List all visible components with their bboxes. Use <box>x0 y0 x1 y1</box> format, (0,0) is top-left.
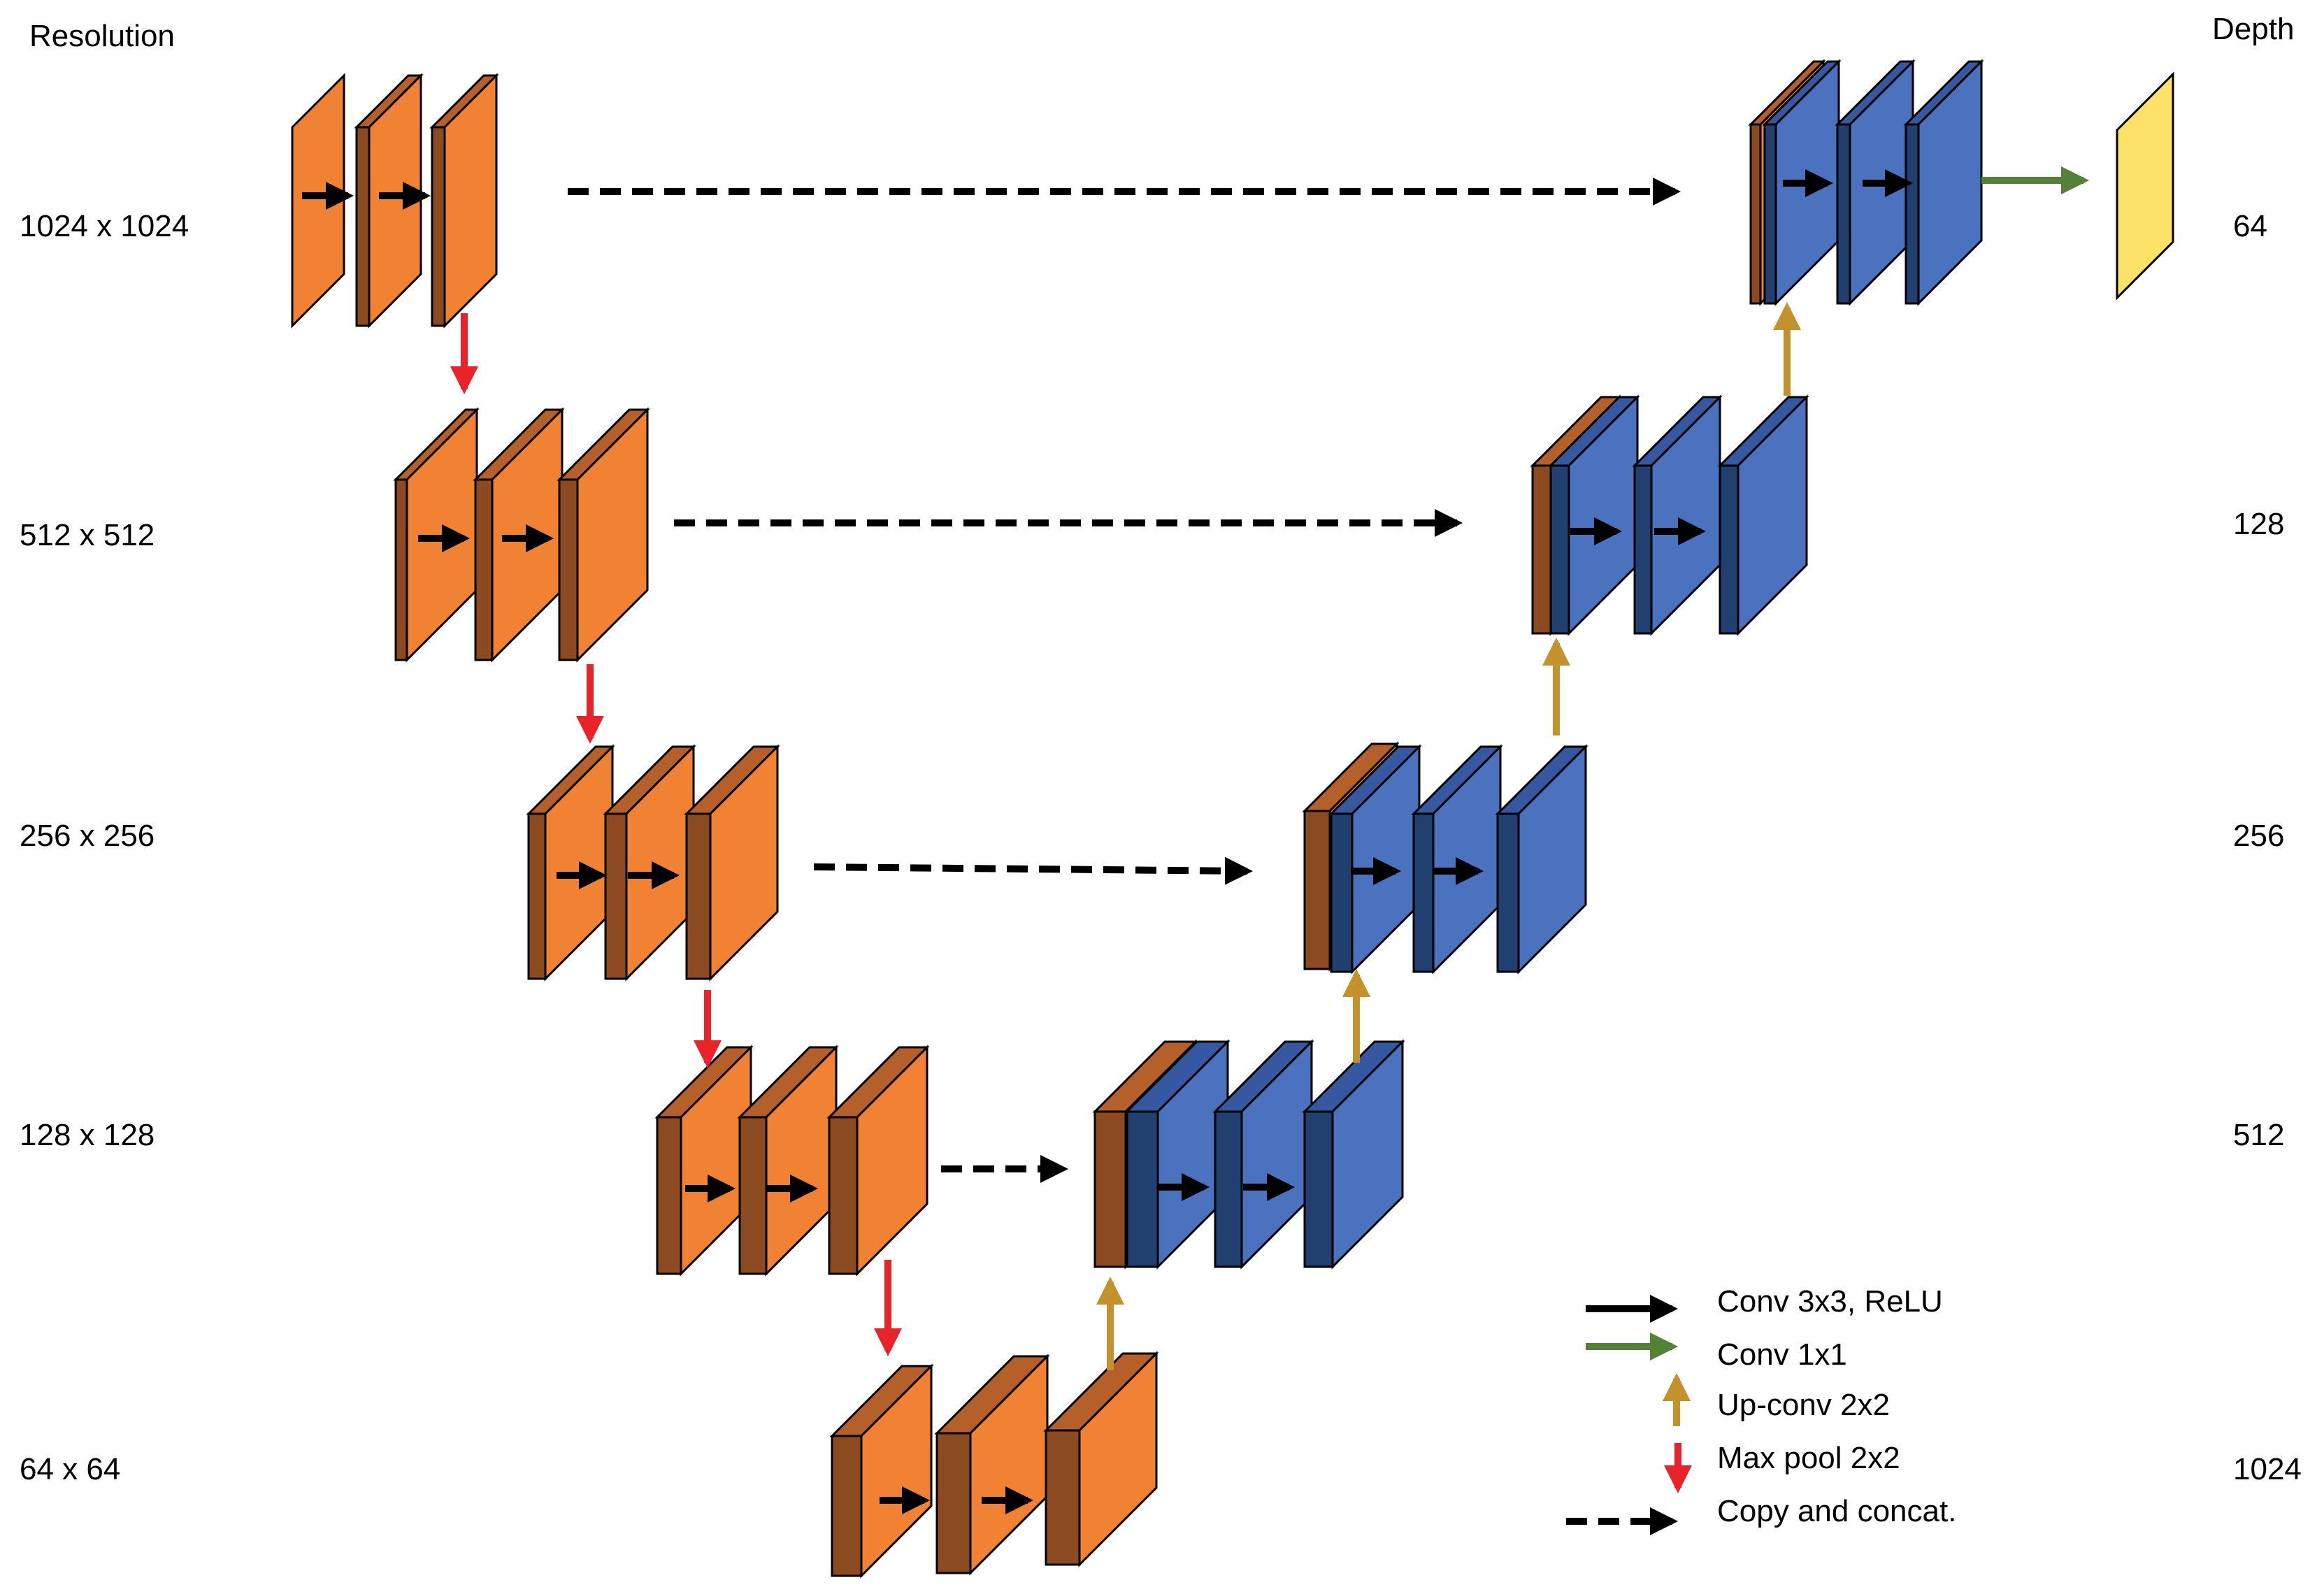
copy-concat-arrow <box>813 856 1253 885</box>
legend-copy-label: Copy and concat. <box>1717 1494 1956 1528</box>
block-front-face <box>860 1363 933 1579</box>
block-front-face <box>1650 394 1721 636</box>
encoder-block <box>557 407 650 663</box>
block-side-face <box>474 478 494 661</box>
block-side-face <box>558 478 579 661</box>
encoder-block <box>1043 1351 1159 1567</box>
block-side-face <box>1749 123 1762 305</box>
block-side-face <box>1045 1429 1081 1566</box>
encoder-block <box>934 1354 1050 1576</box>
block-side-face <box>1633 464 1653 635</box>
encoder-block <box>393 407 480 663</box>
encoder-block <box>829 1363 934 1579</box>
encoder-block <box>654 1044 754 1277</box>
decoder-block <box>1212 1039 1314 1270</box>
block-front-face <box>856 1044 928 1277</box>
block-side-face <box>1093 1110 1127 1268</box>
block-side-face <box>431 126 446 327</box>
resolution-label: 1024 x 1024 <box>20 209 189 243</box>
decoder-block <box>1495 744 1588 975</box>
block-side-face <box>1496 812 1520 973</box>
block-side-face <box>828 1116 859 1275</box>
block-side-face <box>1763 123 1777 305</box>
block-front-face <box>1517 744 1587 975</box>
block-front-face <box>544 744 614 982</box>
decoder-block <box>1302 1039 1405 1270</box>
decoder-block <box>1632 394 1723 636</box>
decoder-block <box>1903 59 1984 306</box>
legend-upconv-label: Up-conv 2x2 <box>1717 1388 1890 1422</box>
block-side-face <box>1549 464 1570 635</box>
block-side-face <box>1719 464 1740 635</box>
block-front-face <box>709 744 779 982</box>
block-side-face <box>738 1116 768 1275</box>
block-side-face <box>1303 1110 1334 1268</box>
output-block <box>2116 71 2174 301</box>
decoder-block <box>1411 744 1503 975</box>
depth-header: Depth <box>2212 12 2294 46</box>
depth-label: 512 <box>2233 1118 2284 1152</box>
resolution-label: 128 x 128 <box>20 1118 155 1152</box>
decoder-block <box>1124 1039 1231 1270</box>
block-front-face <box>1078 1351 1158 1567</box>
legend: Conv 3x3, ReLU Conv 1x1 Up-conv 2x2 Max … <box>1566 1284 1956 1535</box>
block-side-face <box>1303 810 1331 970</box>
decoder-block <box>1548 394 1640 636</box>
block-front-face <box>368 73 422 329</box>
encoder-block <box>429 73 499 329</box>
encoder-block <box>826 1044 930 1277</box>
encoder-block <box>684 744 780 982</box>
depth-label: 256 <box>2233 819 2284 853</box>
resolution-label: 64 x 64 <box>20 1452 120 1486</box>
block-side-face <box>656 1116 682 1275</box>
legend-conv1x1-label: Conv 1x1 <box>1717 1337 1847 1372</box>
block-side-face <box>1330 812 1354 973</box>
block-front-face <box>2116 71 2174 301</box>
decoder-block <box>1717 394 1809 636</box>
resolution-header: Resolution <box>29 19 175 53</box>
block-side-face <box>685 812 712 980</box>
encoder-block <box>291 73 345 329</box>
block-side-face <box>355 126 371 327</box>
block-front-face <box>443 73 498 329</box>
flow-arrows <box>302 166 2089 1514</box>
block-front-face <box>1737 394 1808 636</box>
depth-label: 64 <box>2233 209 2267 243</box>
depth-label: 128 <box>2233 507 2284 541</box>
legend-conv-label: Conv 3x3, ReLU <box>1717 1284 1943 1319</box>
block-side-face <box>1214 1110 1243 1268</box>
encoder-block <box>737 1044 839 1277</box>
block-front-face <box>1432 744 1502 975</box>
block-side-face <box>831 1435 863 1577</box>
block-side-face <box>527 812 547 980</box>
legend-maxpool-label: Max pool 2x2 <box>1717 1441 1900 1475</box>
resolution-label: 256 x 256 <box>20 819 155 853</box>
resolution-label: 512 x 512 <box>20 518 155 552</box>
depth-label: 1024 <box>2233 1452 2302 1486</box>
block-side-face <box>1836 123 1851 305</box>
block-front-face <box>576 407 649 663</box>
encoder-block <box>603 744 696 982</box>
block-side-face <box>1531 464 1552 635</box>
block-side-face <box>1412 812 1435 973</box>
block-side-face <box>604 812 628 980</box>
feature-map-blocks <box>291 59 2174 1579</box>
block-front-face <box>291 73 345 329</box>
block-front-face <box>1331 1039 1404 1270</box>
block-front-face <box>1917 59 1983 306</box>
block-side-face <box>935 1432 972 1574</box>
encoder-block <box>354 73 424 329</box>
block-side-face <box>394 478 408 661</box>
encoder-block <box>526 744 615 982</box>
block-side-face <box>1126 1110 1159 1268</box>
block-side-face <box>1905 123 1920 305</box>
